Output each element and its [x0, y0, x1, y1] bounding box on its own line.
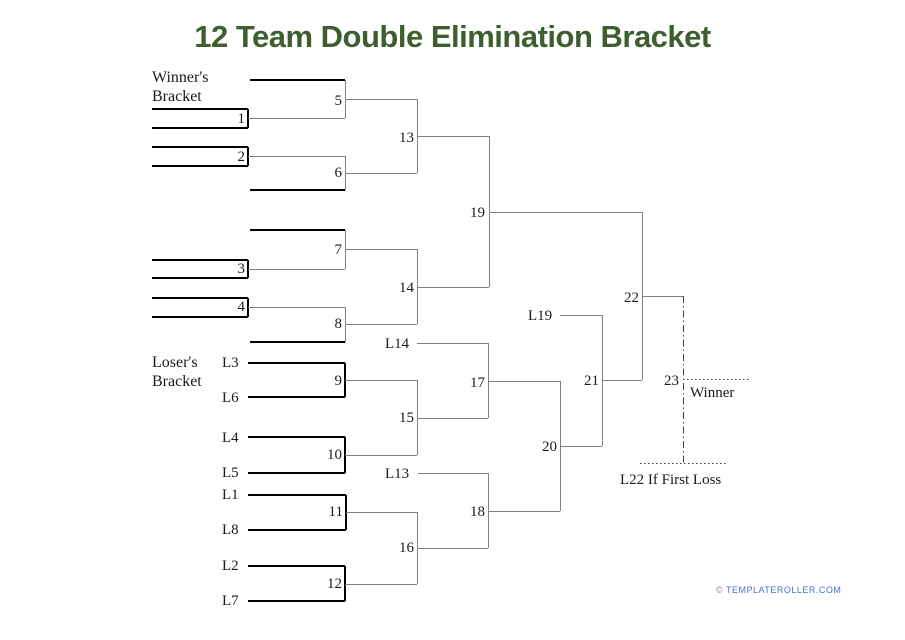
label-23: 23 [664, 373, 679, 389]
label-15: 15 [399, 410, 414, 426]
label-5: 5 [335, 93, 343, 109]
label-13: 13 [399, 130, 414, 146]
label-9: 9 [335, 373, 343, 389]
page-title: 12 Team Double Elimination Bracket [194, 19, 711, 54]
label-8: 8 [335, 316, 343, 332]
label-l13: L13 [385, 466, 409, 482]
label-14: 14 [399, 280, 415, 296]
label-17: 17 [470, 375, 486, 391]
label-l14: L14 [385, 336, 410, 352]
label-12: 12 [327, 576, 342, 592]
label-10: 10 [327, 447, 342, 463]
label-1: 1 [238, 111, 246, 127]
label-6: 6 [335, 165, 343, 181]
label-winner-s: Winner's [152, 69, 208, 86]
label-l22-if-first-loss: L22 If First Loss [620, 472, 721, 488]
label-l3: L3 [222, 355, 239, 371]
label-3: 3 [238, 261, 246, 277]
label-16: 16 [399, 540, 415, 556]
label-19: 19 [470, 205, 485, 221]
label-2: 2 [238, 149, 246, 165]
templateroller-link[interactable]: © TEMPLATEROLLER.COM [716, 585, 841, 595]
label-4: 4 [238, 299, 246, 315]
label-l2: L2 [222, 558, 239, 574]
label-bracket: Bracket [152, 373, 202, 390]
label-loser-s: Loser's [152, 354, 198, 371]
label-7: 7 [335, 242, 343, 258]
brand-text: TEMPLATEROLLER.COM [725, 585, 842, 595]
label-l5: L5 [222, 465, 239, 481]
label-11: 11 [329, 504, 343, 520]
label-winner: Winner [690, 385, 734, 401]
label-18: 18 [470, 504, 485, 520]
label-21: 21 [584, 373, 599, 389]
label-22: 22 [624, 290, 639, 306]
label-l19: L19 [528, 308, 552, 324]
label-bracket: Bracket [152, 88, 202, 105]
label-l1: L1 [222, 487, 239, 503]
label-20: 20 [542, 439, 557, 455]
copyright-icon: © [716, 585, 724, 595]
label-l8: L8 [222, 522, 239, 538]
label-l4: L4 [222, 430, 239, 446]
label-l7: L7 [222, 593, 239, 609]
label-l6: L6 [222, 390, 239, 406]
